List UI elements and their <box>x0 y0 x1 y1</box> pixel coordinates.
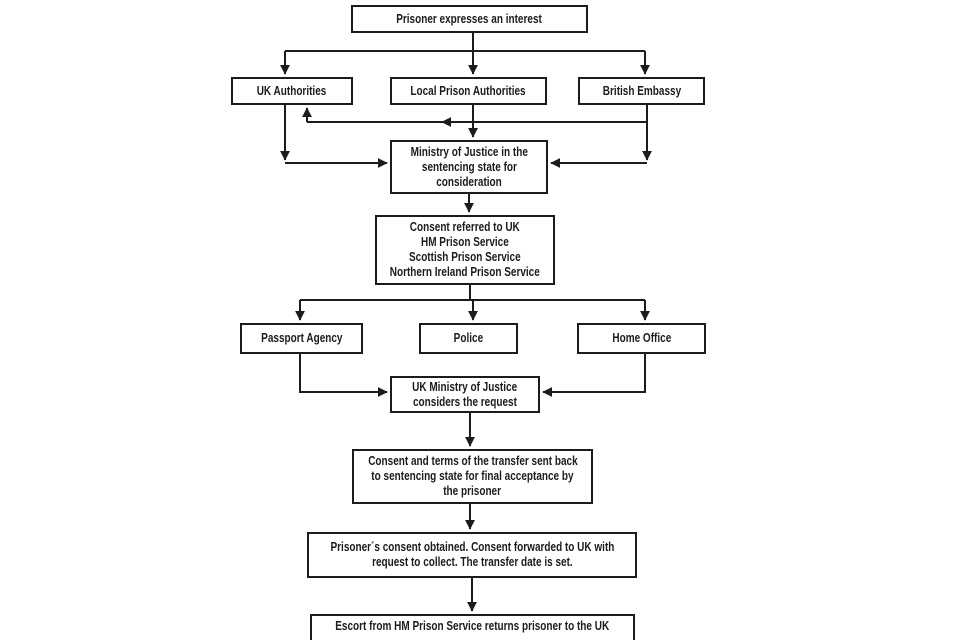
node-local-prison-authorities: Local Prison Authorities <box>390 77 547 105</box>
arrow-passport-to-uk-ministry <box>299 354 388 397</box>
node-label-line: the prisoner <box>443 484 502 498</box>
node-label: Home Office <box>612 331 671 345</box>
node-uk-ministry: UK Ministry of Justice considers the req… <box>390 376 540 413</box>
node-label: Local Prison Authorities <box>410 83 527 98</box>
node-consent-terms: Consent and terms of the transfer sent b… <box>352 449 593 504</box>
node-police: Police <box>419 323 518 354</box>
node-label-line: considers the request <box>413 394 517 409</box>
node-escort: Escort from HM Prison Service returns pr… <box>310 614 635 640</box>
node-prisoner-interest: Prisoner expresses an interest <box>351 5 588 33</box>
node-label: Prisoner expresses an interest <box>396 11 543 26</box>
node-ministry-sentencing: Ministry of Justice in the sentencing st… <box>390 140 548 194</box>
node-label-line: UK Ministry of Justice <box>412 379 518 394</box>
node-label: Escort from HM Prison Service returns pr… <box>335 619 610 633</box>
node-consent-referred: Consent referred to UK HM Prison Service… <box>375 215 555 285</box>
node-label-line: Consent referred to UK <box>409 220 521 234</box>
node-label-line: request to collect. The transfer date is… <box>371 555 573 569</box>
node-label-line: Ministry of Justice in the <box>410 144 528 159</box>
node-label: Passport Agency <box>260 331 343 345</box>
node-home-office: Home Office <box>577 323 706 354</box>
node-label: British Embassy <box>602 83 681 98</box>
node-label: UK Authorities <box>257 83 327 98</box>
node-uk-authorities: UK Authorities <box>231 77 353 105</box>
node-label-line: Prisoner´s consent obtained. Consent for… <box>330 540 614 554</box>
node-label-line: Scottish Prison Service <box>409 250 521 264</box>
node-label-line: consideration <box>436 174 502 189</box>
node-label-line: Consent and terms of the transfer sent b… <box>367 454 578 468</box>
node-label-line: Northern Ireland Prison Service <box>389 265 541 279</box>
node-british-embassy: British Embassy <box>578 77 705 105</box>
node-label: Police <box>453 331 484 345</box>
node-prisoner-consent: Prisoner´s consent obtained. Consent for… <box>307 532 637 578</box>
node-label-line: sentencing state for <box>421 159 517 174</box>
node-label-line: to sentencing state for final acceptance… <box>371 469 574 483</box>
node-label-line: HM Prison Service <box>421 235 509 249</box>
arrow-home-office-to-uk-ministry <box>542 354 646 397</box>
node-passport-agency: Passport Agency <box>240 323 363 354</box>
